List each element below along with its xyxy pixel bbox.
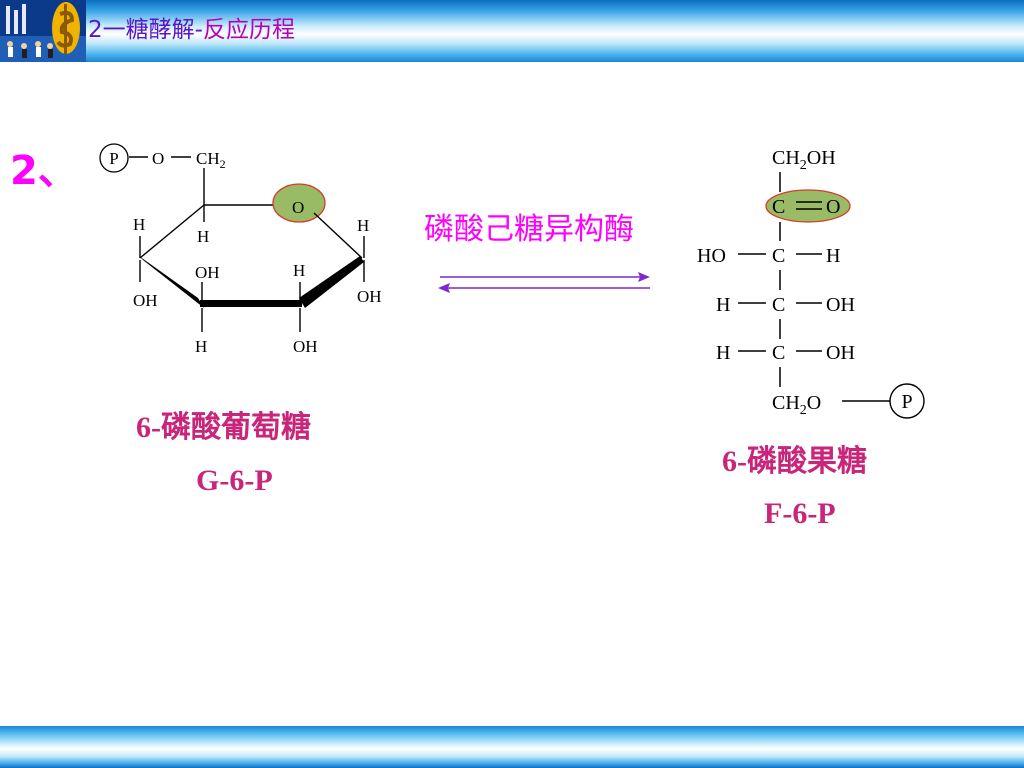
fructose-c3: C — [772, 245, 785, 267]
enzyme-label: 磷酸己糖异构酶 — [424, 212, 634, 247]
glucose-oh-c4: OH — [133, 291, 158, 310]
glucose-oh-c1: OH — [357, 287, 382, 306]
fructose-c4-oh: OH — [826, 294, 855, 316]
fructose-c5-oh: OH — [826, 342, 855, 364]
footer-band — [0, 726, 1024, 768]
glucose-ch2: CH — [196, 149, 220, 168]
header-band — [0, 0, 1024, 62]
glucose-name: 6-磷酸葡萄糖 — [136, 411, 311, 444]
glucose-o-link: O — [152, 149, 164, 168]
title-text: 2一糖酵解- — [88, 17, 203, 43]
page-title: 2一糖酵解-反应历程 — [88, 10, 295, 44]
glucose-h-c1-top: H — [357, 216, 369, 235]
ring-bold-left — [139, 256, 204, 308]
logo-icon — [0, 0, 86, 62]
fructose-ch2o-o: O — [807, 392, 821, 414]
phosphate-circle — [99, 143, 129, 173]
svg-text:CH2: CH2 — [196, 149, 226, 171]
arrow-reverse-head — [438, 283, 450, 293]
fructose-c4-h: H — [716, 294, 730, 316]
fructose-name: 6-磷酸果糖 — [722, 445, 867, 478]
title-highlight: 反应历程 — [202, 17, 295, 43]
ring-bold-right — [299, 256, 364, 308]
glucose-h-c5-left: H — [133, 215, 145, 234]
svg-text:CH2O: CH2O — [772, 392, 821, 418]
carbonyl-highlight — [765, 189, 851, 223]
fructose-c3-h: H — [826, 245, 840, 267]
fructose-structure: CH2OH C O HO C H H C OH H C OH CH2O P — [697, 147, 925, 419]
glucose-structure: P O CH2 O H H H OH OH OH H H — [99, 143, 382, 356]
fructose-ch2o-ch: CH — [772, 392, 800, 414]
glucose-ring-o: O — [292, 198, 304, 217]
fructose-ch2o-sub: 2 — [800, 403, 807, 418]
equilibrium-arrows — [438, 272, 650, 293]
fructose-c4: C — [772, 294, 785, 316]
fructose-c2-o: O — [826, 196, 840, 218]
arrow-forward-head — [638, 272, 650, 282]
glucose-h-c3-bottom: H — [195, 337, 207, 356]
glucose-abbr: G-6-P — [196, 464, 273, 497]
fructose-ch2oh-oh: OH — [807, 147, 836, 169]
glucose-oh-c2-bottom: OH — [293, 337, 318, 356]
fructose-ch2oh-ch: CH — [772, 147, 800, 169]
fructose-c2: C — [772, 196, 785, 218]
fructose-c5: C — [772, 342, 785, 364]
glucose-h-c2-top: H — [293, 261, 305, 280]
fructose-ch2oh-sub: 2 — [800, 158, 807, 173]
svg-text:CH2OH: CH2OH — [772, 147, 836, 173]
fructose-p: P — [901, 391, 912, 413]
fructose-c5-h: H — [716, 342, 730, 364]
glucose-h-c5-down: H — [197, 227, 209, 246]
ring-oxygen-highlight — [272, 183, 326, 223]
fructose-phosphate-circle — [889, 383, 925, 419]
fructose-abbr: F-6-P — [764, 497, 836, 530]
glucose-oh-c3-top: OH — [195, 263, 220, 282]
glucose-p: P — [109, 149, 118, 168]
step-label: 2、 — [10, 148, 78, 194]
ring-bold-bottom — [200, 300, 302, 307]
fructose-c3-ho: HO — [697, 245, 726, 267]
glucose-ch2-sub: 2 — [220, 157, 226, 171]
